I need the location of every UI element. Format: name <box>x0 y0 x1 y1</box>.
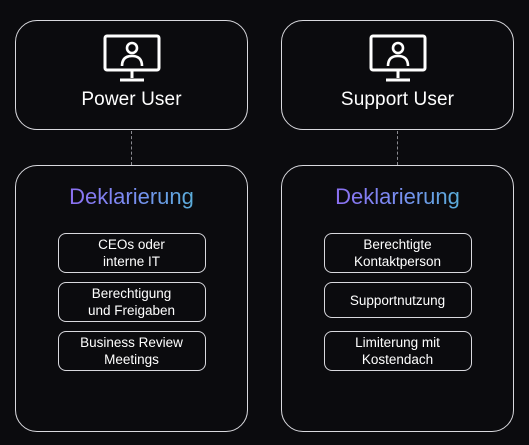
declaration-item: Business Review Meetings <box>57 331 206 371</box>
power-user-label: Power User <box>81 89 182 110</box>
power-user-card: Power User <box>15 20 248 130</box>
support-user-label: Support User <box>340 89 455 110</box>
power-user-declaration-card: Deklarierung CEOs oder interne IT Berech… <box>15 165 248 432</box>
monitor-user-icon <box>369 34 426 82</box>
declaration-item: Berechtigte Kontaktperson <box>323 233 472 273</box>
support-user-card: Support User <box>281 20 514 130</box>
declaration-title: Deklarierung <box>16 184 247 210</box>
declaration-item: CEOs oder interne IT <box>57 233 206 273</box>
left-connector-line <box>131 131 132 165</box>
monitor-user-icon <box>103 34 160 82</box>
declaration-title: Deklarierung <box>282 184 513 210</box>
declaration-item: Limiterung mit Kostendach <box>323 331 472 371</box>
declaration-item: Supportnutzung <box>323 282 472 318</box>
declaration-item: Berechtigung und Freigaben <box>57 282 206 322</box>
right-connector-line <box>397 131 398 165</box>
support-user-declaration-card: Deklarierung Berechtigte Kontaktperson S… <box>281 165 514 432</box>
